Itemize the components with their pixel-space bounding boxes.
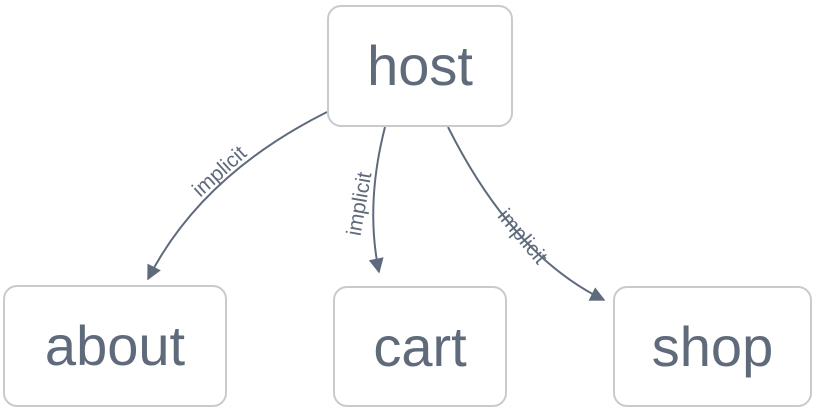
edge-host-about [147,111,328,281]
edge-host-shop [447,126,606,301]
node-shop-label: shop [651,314,774,378]
node-about[interactable]: about [3,285,227,407]
edge-host-cart [368,126,386,274]
node-host[interactable]: host [327,5,513,127]
node-cart[interactable]: cart [333,286,507,407]
node-cart-label: cart [373,314,467,378]
node-shop[interactable]: shop [613,286,812,407]
node-host-label: host [367,34,473,97]
node-about-label: about [44,314,186,377]
